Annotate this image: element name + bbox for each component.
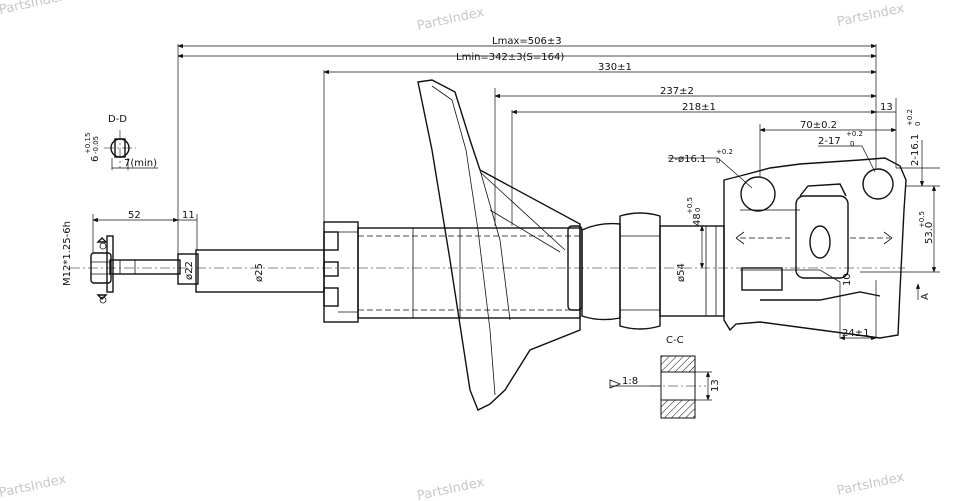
bump-stop xyxy=(567,212,661,330)
dim-dd-7: 7(min) xyxy=(124,158,157,169)
dim-dd-6: 6 xyxy=(90,156,101,162)
dim-2-17: 2-17 xyxy=(818,136,841,147)
taper-symbol xyxy=(609,379,622,389)
dim-2-17-tol-up: +0.2 xyxy=(846,130,863,138)
dim-phi25: ø25 xyxy=(254,263,265,282)
detail-c-c xyxy=(610,355,712,419)
spring-seat xyxy=(417,79,581,411)
piston-rod xyxy=(109,249,325,293)
dim-2-16: 2-16.1 xyxy=(910,134,921,166)
dim-phi16-tol-dn: 0 xyxy=(716,157,720,165)
watermark-bottom-center: PartsIndex xyxy=(416,475,486,501)
dimension-lines xyxy=(92,43,940,341)
watermarks: PartsIndex PartsIndex PartsIndex PartsIn… xyxy=(0,0,906,501)
watermark-top-right: PartsIndex xyxy=(836,1,906,30)
dim-48-tol-up: +0.5 xyxy=(686,197,694,214)
dim-dd-6-tol-up: +0.15 xyxy=(84,133,92,154)
dim-dd-6-tol-dn: -0.05 xyxy=(92,136,100,154)
label-a: A xyxy=(920,293,931,300)
watermark-bottom-left: PartsIndex xyxy=(0,472,68,501)
label-c-c: C-C xyxy=(666,335,684,346)
dim-237: 237±2 xyxy=(660,86,694,97)
watermark-bottom-right: PartsIndex xyxy=(836,470,906,499)
dim-cc-taper: 1:8 xyxy=(622,376,638,387)
dim-11: 11 xyxy=(182,210,195,221)
dim-lmin: Lmin=342±3(S=164) xyxy=(456,52,564,63)
dim-lmax: Lmax=506±3 xyxy=(492,36,562,47)
dim-53: 53.0 xyxy=(924,222,935,244)
dim-phi16: 2-ø16.1 xyxy=(668,154,706,165)
detail-d-d xyxy=(104,130,158,170)
dim-phi16-tol-up: +0.2 xyxy=(716,148,733,156)
dim-48: 48 xyxy=(692,213,703,226)
dim-2-17-tol-dn: 0 xyxy=(850,140,854,148)
dim-48-tol-dn: 0 xyxy=(694,208,702,212)
lower-tube xyxy=(659,225,725,317)
top-collar xyxy=(323,221,359,323)
dim-cc-13: 13 xyxy=(710,379,721,392)
main-tube xyxy=(357,227,581,319)
watermark-top-left: PartsIndex xyxy=(0,0,68,18)
dim-thread: M12*1.25-6h xyxy=(62,221,73,286)
dim-2-16-tol-dn: 0 xyxy=(914,122,922,126)
dim-330: 330±1 xyxy=(598,62,632,73)
dimension-texts: Lmax=506±3 Lmin=342±3(S=164) 330±1 237±2… xyxy=(62,36,935,392)
dim-13-top: 13 xyxy=(880,102,893,113)
dim-10: 10 xyxy=(842,273,853,286)
dim-52: 52 xyxy=(128,210,141,221)
dim-2-16-tol-up: +0.2 xyxy=(906,109,914,126)
dim-24: 24±1 xyxy=(842,328,869,339)
dim-218: 218±1 xyxy=(682,102,716,113)
dim-phi54: ø54 xyxy=(676,263,687,282)
dim-53-tol: +0.5 xyxy=(918,211,926,228)
label-d-d: D-D xyxy=(108,114,127,125)
knuckle-bracket xyxy=(723,157,907,339)
dim-70: 70±0.2 xyxy=(800,120,837,131)
dim-phi22: ø22 xyxy=(184,261,195,280)
watermark-top-center: PartsIndex xyxy=(416,5,486,34)
nut-washer xyxy=(90,235,114,304)
